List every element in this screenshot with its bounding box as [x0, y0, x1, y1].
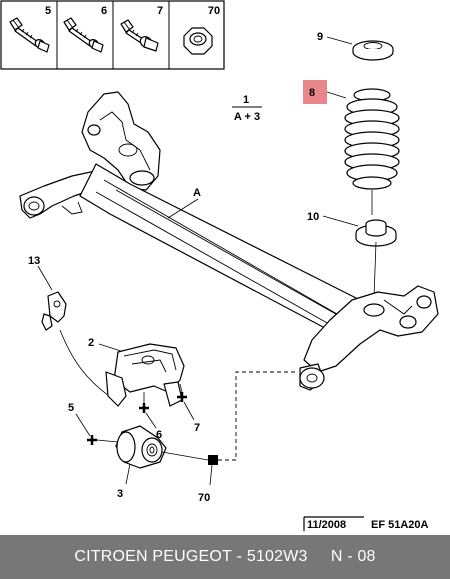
footer-bar: CITROEN PEUGEOT - 5102W3 N - 08	[0, 535, 450, 579]
header-ref-70: 70	[208, 5, 220, 17]
leader-70	[209, 464, 213, 486]
leader-a	[167, 198, 199, 219]
callout-a: A	[193, 187, 201, 199]
header-ref-6: 6	[101, 5, 107, 17]
lower-spring-seat	[355, 219, 397, 247]
fastener-cross-7	[177, 392, 187, 402]
nut-icon	[183, 27, 213, 55]
leader-8	[326, 91, 347, 99]
leader-bush-to-nut	[161, 451, 209, 461]
leader-13-to-bracket2	[59, 329, 113, 399]
leader-7	[183, 401, 195, 421]
fastener-cross-6	[139, 403, 149, 413]
coil-spring	[344, 88, 400, 190]
leader-7-upper	[179, 383, 183, 393]
leader-2	[98, 343, 125, 353]
footer-brand: CITROEN PEUGEOT	[74, 548, 233, 565]
leader-3	[125, 463, 131, 485]
upper-spring-seat	[352, 40, 394, 61]
mounting-bracket-2	[105, 343, 185, 407]
date-code-box	[304, 516, 364, 531]
bolt-flange-long-icon	[63, 17, 104, 53]
callout-2: 2	[88, 337, 94, 349]
highlight-box-8	[303, 80, 327, 104]
callout-6: 6	[156, 429, 162, 441]
leader-seat-to-axle	[373, 241, 377, 299]
bracket-13	[41, 291, 67, 331]
silent-block-3	[115, 425, 167, 469]
leader-10	[322, 215, 359, 227]
date-code: 11/2008	[307, 519, 346, 531]
callout-8: 8	[309, 87, 315, 99]
bolt-flange-short-icon	[120, 19, 159, 52]
callout-1: 1	[243, 94, 249, 106]
header-ref-7: 7	[157, 5, 163, 17]
header-ref-5: 5	[45, 5, 51, 17]
footer-gap	[308, 548, 331, 566]
callout-5: 5	[68, 402, 74, 414]
footer-separator: -	[232, 548, 247, 565]
rear-axle-beam	[19, 91, 439, 391]
callout-3: 3	[117, 488, 123, 500]
callout-70: 70	[198, 492, 210, 504]
leader-5-to-bush	[96, 439, 119, 443]
leader-13	[37, 265, 53, 291]
doc-code: EF 51A20A	[371, 519, 429, 531]
callout-7: 7	[194, 422, 200, 434]
nut-70-marker	[208, 455, 218, 465]
leader-5	[75, 413, 91, 437]
leader-6	[145, 412, 157, 429]
bolt-flange-icon	[9, 17, 50, 53]
footer-section: N - 08	[330, 548, 376, 565]
exploded-parts-diagram: 5 6 7 70 1 A + 3 9	[0, 0, 439, 531]
fastener-cross-5	[87, 435, 97, 445]
dashed-assembly-path	[218, 371, 298, 461]
callout-10: 10	[307, 211, 319, 223]
callout-13: 13	[28, 255, 40, 267]
callout-a-plus-3: A + 3	[234, 111, 260, 123]
footer-part-number: 5102W3	[246, 548, 308, 565]
leader-9	[326, 36, 353, 45]
callout-9: 9	[317, 31, 323, 43]
